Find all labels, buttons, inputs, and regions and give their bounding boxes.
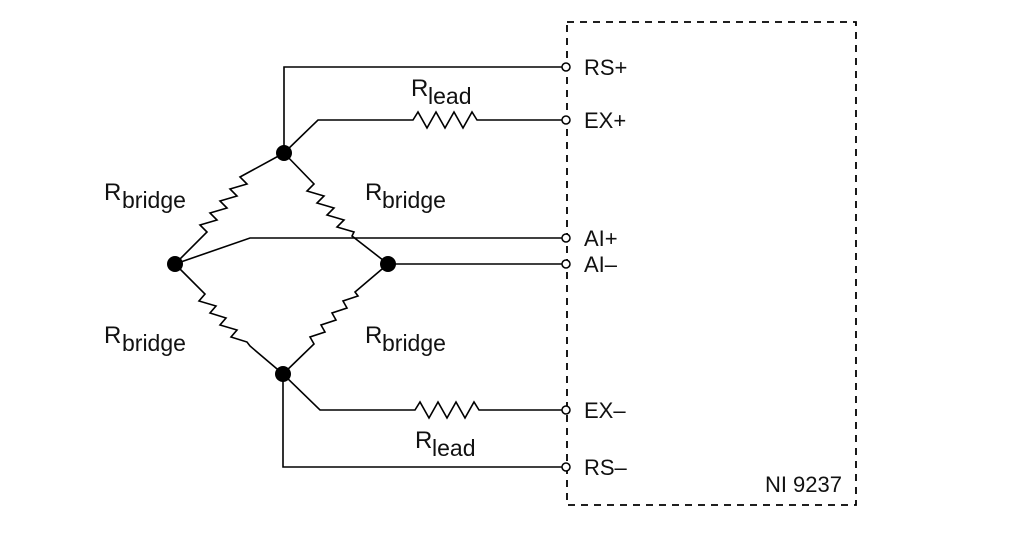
terminal-rs-minus [561,462,571,472]
label-r-bridge-bottom-left: R bridge [104,322,186,356]
junction-node-bottom [275,366,291,382]
r-main: R [365,179,382,206]
label-r-lead-top: R lead [411,75,471,109]
label-r-bridge-bottom-right: R bridge [365,322,446,356]
r-main: R [104,179,121,206]
rs-minus-wire [282,374,562,468]
r-bridge-top-right [283,152,389,265]
terminal-label-ai-plus: AI+ [584,226,618,251]
terminal-label-ex-plus: EX+ [584,108,626,133]
junction-node-left [167,256,183,272]
terminal-ai-plus [561,233,571,243]
terminal-label-rs-plus: RS+ [584,55,627,80]
junction-node-right [380,256,396,272]
r-main: R [365,322,382,349]
r-main: R [415,427,432,454]
r-sub: lead [428,83,471,109]
r-main: R [411,75,428,102]
r-sub: lead [432,435,475,461]
terminal-ex-plus [561,115,571,125]
r-main: R [104,322,121,349]
r-sub: bridge [382,330,446,356]
terminal-rs-plus [561,62,571,72]
terminal-ex-minus [561,405,571,415]
junction-node-top [276,145,292,161]
terminal-ai-minus [561,259,571,269]
label-r-lead-bottom: R lead [415,427,475,461]
module-label: NI 9237 [765,472,842,497]
r-bridge-top-left [174,152,285,265]
terminal-label-ai-minus: AI– [584,252,618,277]
ex-plus-wire-with-rlead [283,110,562,154]
r-bridge-bottom-left [174,263,284,375]
label-r-bridge-top-left: R bridge [104,179,186,213]
terminal-label-ex-minus: EX– [584,398,626,423]
terminal-label-rs-minus: RS– [584,455,628,480]
ex-minus-wire-with-rlead [282,373,562,420]
r-sub: bridge [122,330,186,356]
r-sub: bridge [122,187,186,213]
r-sub: bridge [382,187,446,213]
ai-plus-wire [174,237,562,265]
r-bridge-bottom-right [282,263,389,375]
rs-plus-wire [283,66,562,153]
label-r-bridge-top-right: R bridge [365,179,446,213]
